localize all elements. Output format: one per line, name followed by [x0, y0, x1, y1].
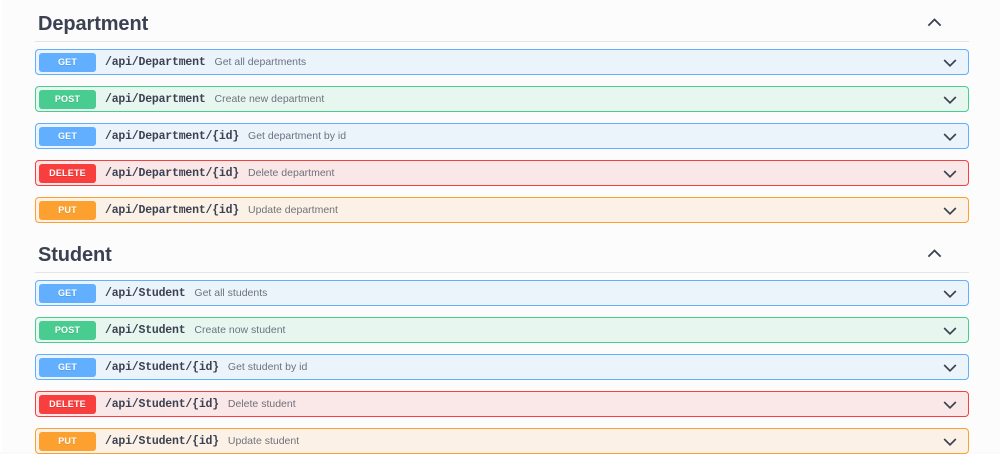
chevron-down-icon[interactable] [941, 53, 959, 71]
chevron-down-icon[interactable] [941, 201, 959, 219]
method-badge-get: GET [39, 283, 96, 303]
operation-path: /api/Department/{id} [105, 166, 240, 180]
method-badge-put: PUT [39, 431, 96, 451]
operation-summary: Delete student [227, 398, 296, 410]
operation-path: /api/Student/{id} [105, 434, 219, 448]
section-title: Department [38, 13, 149, 35]
section-header-department[interactable]: Department [2, 0, 1000, 34]
operation-row[interactable]: DELETE/api/Department/{id} Delete departm… [35, 160, 969, 186]
operation-summary: Get student by id [227, 361, 308, 373]
chevron-down-icon[interactable] [941, 358, 959, 376]
operation-row[interactable]: GET/api/Department/{id} Get department by… [35, 123, 969, 149]
chevron-down-icon[interactable] [941, 432, 959, 450]
operation-summary: Create now student [194, 324, 286, 336]
operation-row[interactable]: GET/api/Student/{id} Get student by id [35, 354, 969, 380]
operation-path: /api/Student [105, 286, 186, 300]
operation-row[interactable]: PUT/api/Student/{id} Update student [35, 428, 969, 454]
operation-summary: Delete department [248, 167, 335, 179]
operation-path: /api/Student [105, 323, 186, 337]
section-divider [35, 41, 969, 42]
method-badge-put: PUT [39, 200, 96, 220]
operation-summary: Get all departments [214, 56, 307, 68]
operation-summary: Create new department [214, 93, 325, 105]
operation-row[interactable]: DELETE/api/Student/{id} Delete student [35, 391, 969, 417]
method-badge-get: GET [39, 126, 96, 146]
chevron-down-icon[interactable] [941, 90, 959, 108]
operation-path: /api/Department [105, 92, 206, 106]
method-badge-post: POST [39, 320, 96, 340]
operation-path: /api/Department/{id} [105, 129, 240, 143]
operation-row[interactable]: GET/api/Student Get all students [35, 280, 969, 306]
method-badge-get: GET [39, 357, 96, 377]
operation-summary: Update student [227, 435, 300, 447]
chevron-down-icon[interactable] [941, 284, 959, 302]
method-badge-delete: DELETE [39, 163, 96, 183]
operation-row[interactable]: POST/api/Department Create new department [35, 86, 969, 112]
chevron-down-icon[interactable] [941, 127, 959, 145]
section-title: Student [38, 244, 112, 266]
section-divider [35, 272, 969, 273]
chevron-down-icon[interactable] [941, 395, 959, 413]
chevron-up-icon[interactable] [924, 243, 944, 263]
section-header-student[interactable]: Student [2, 237, 1000, 265]
section-spacer [2, 223, 1000, 237]
operation-row[interactable]: PUT/api/Department/{id} Update department [35, 197, 969, 223]
method-badge-get: GET [39, 52, 96, 72]
operation-summary: Get all students [194, 287, 268, 299]
method-badge-delete: DELETE [39, 394, 96, 414]
operation-summary: Get department by id [248, 130, 347, 142]
operation-summary: Update department [248, 204, 338, 216]
method-badge-post: POST [39, 89, 96, 109]
chevron-up-icon[interactable] [924, 12, 944, 32]
chevron-down-icon[interactable] [941, 321, 959, 339]
operation-path: /api/Student/{id} [105, 360, 219, 374]
operation-path: /api/Department [105, 55, 206, 69]
operation-row[interactable]: GET/api/Department Get all departments [35, 49, 969, 75]
operation-path: /api/Student/{id} [105, 397, 219, 411]
chevron-down-icon[interactable] [941, 164, 959, 182]
operation-path: /api/Department/{id} [105, 203, 240, 217]
operation-row[interactable]: POST/api/Student Create now student [35, 317, 969, 343]
